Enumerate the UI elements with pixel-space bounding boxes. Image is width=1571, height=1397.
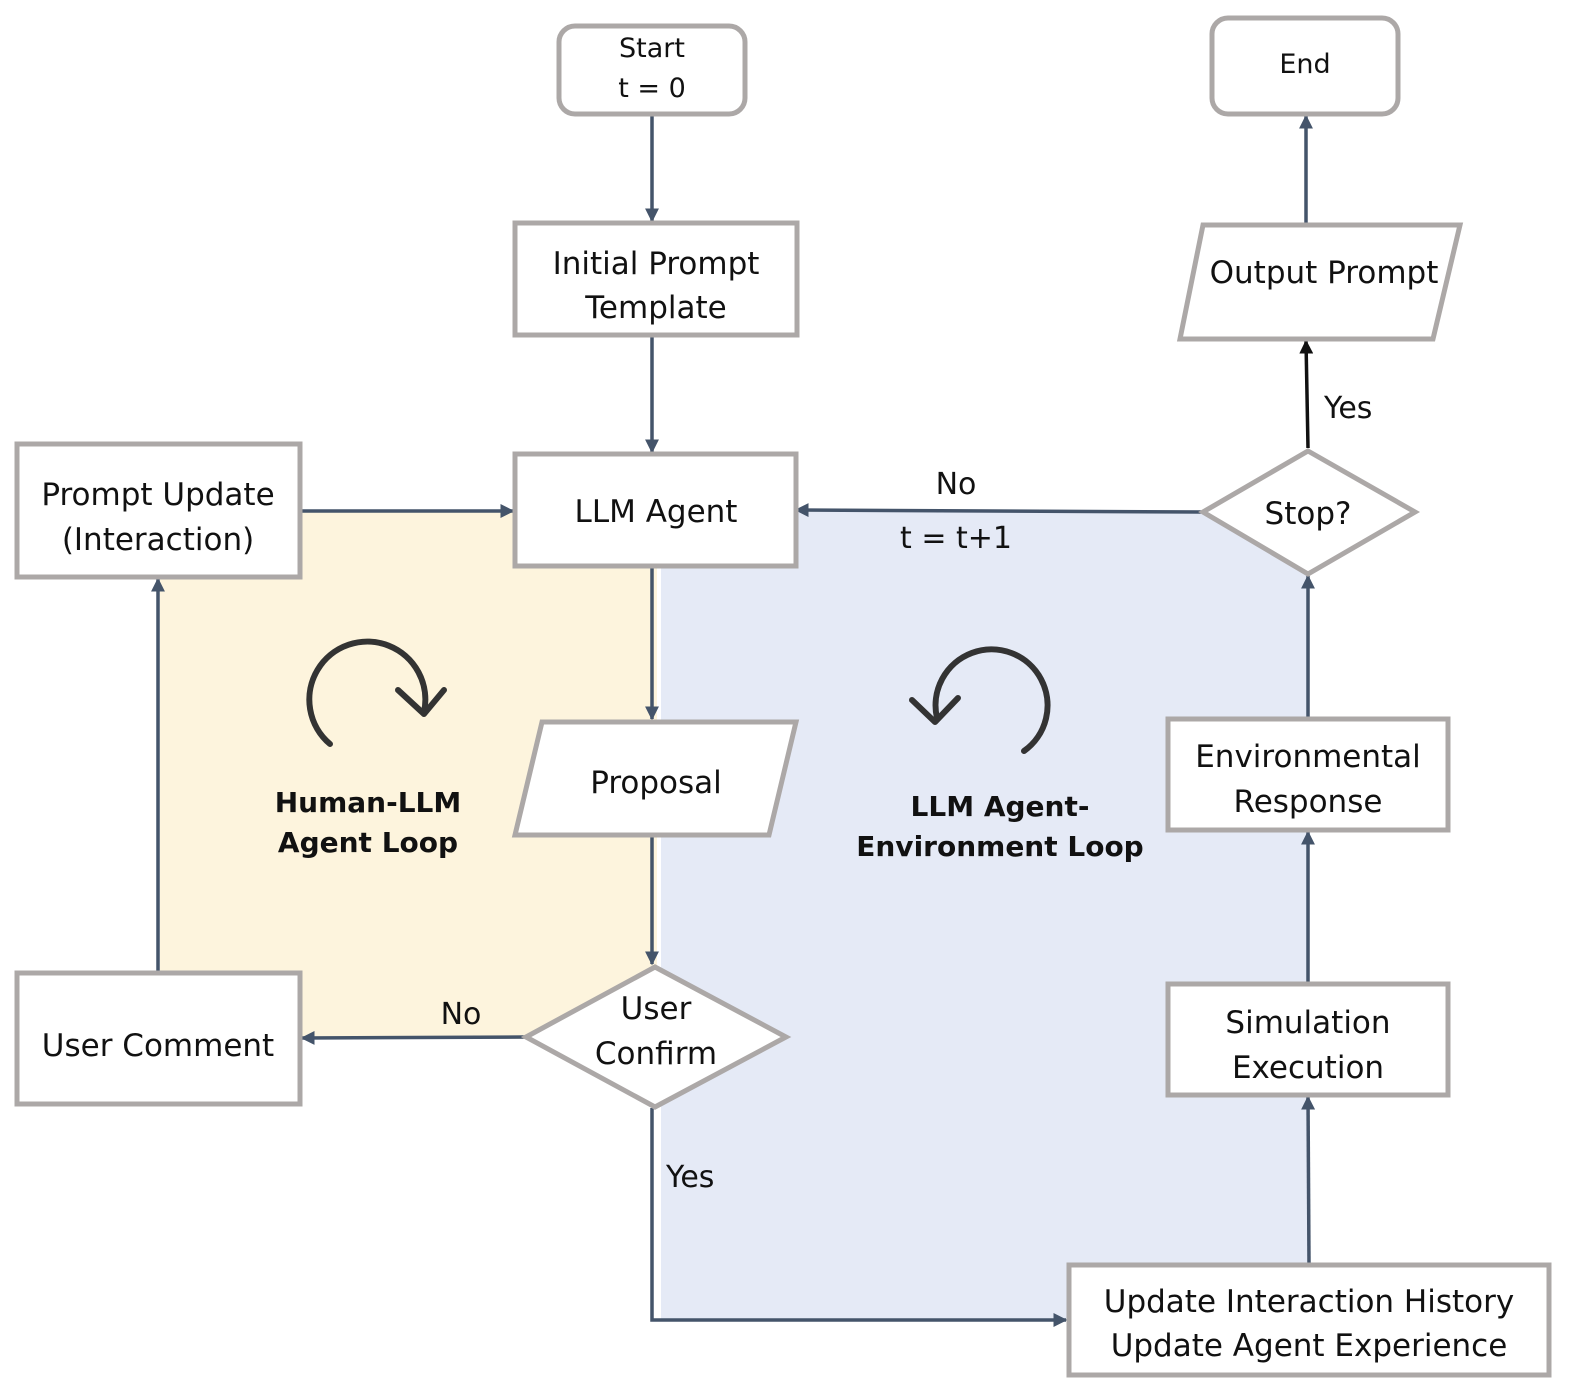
simulation-label-line2: Execution <box>1232 1050 1384 1086</box>
user-comment-label: User Comment <box>42 1028 274 1064</box>
output-prompt-node[interactable]: Output Prompt <box>1176 222 1464 342</box>
counterclockwise-arrow-icon <box>909 646 1051 754</box>
user-confirm-node[interactable]: User Confirm <box>520 964 792 1110</box>
prompt-update-label-line2: (Interaction) <box>62 522 254 558</box>
stop-no-label: No <box>936 467 977 502</box>
user-confirm-label-line1: User <box>621 991 692 1027</box>
user-comment-node[interactable]: User Comment <box>14 970 303 1107</box>
update-history-node[interactable]: Update Interaction History Update Agent … <box>1066 1262 1552 1378</box>
edge-update-to-simulation <box>1301 1095 1316 1264</box>
end-node[interactable]: End <box>1209 15 1401 117</box>
simulation-node[interactable]: Simulation Execution <box>1165 981 1451 1098</box>
start-label: Start <box>619 33 685 64</box>
llm-agent-label: LLM Agent <box>575 494 738 530</box>
env-response-node[interactable]: Environmental Response <box>1165 716 1451 833</box>
update-history-label-line2: Update Agent Experience <box>1111 1328 1508 1364</box>
human-loop-label-line2: Agent Loop <box>278 826 458 859</box>
initial-prompt-label-line2: Template <box>584 290 726 326</box>
proposal-node[interactable]: Proposal <box>511 719 800 838</box>
initial-prompt-label-line1: Initial Prompt <box>553 246 760 282</box>
stop-node[interactable]: Stop? <box>1198 448 1421 577</box>
env-loop-label-line2: Environment Loop <box>856 830 1143 863</box>
update-history-label-line1: Update Interaction History <box>1104 1284 1514 1320</box>
end-label: End <box>1279 49 1330 80</box>
llm-agent-node[interactable]: LLM Agent <box>512 451 799 569</box>
prompt-update-label-line1: Prompt Update <box>41 477 274 513</box>
edge-stop-no-to-agent <box>794 503 1202 518</box>
env-response-label-line1: Environmental <box>1195 739 1421 775</box>
clockwise-arrow-icon <box>306 638 447 747</box>
simulation-label-line1: Simulation <box>1225 1005 1390 1041</box>
env-loop-label-line1: LLM Agent- <box>911 790 1090 823</box>
stop-yes-label: Yes <box>1323 391 1372 426</box>
edge-stop-yes-to-output <box>1299 339 1314 449</box>
time-increment-label: t = t+1 <box>900 521 1012 556</box>
confirm-no-label: No <box>441 997 482 1032</box>
edge-confirm-no-to-comment <box>300 1030 527 1045</box>
start-time-label: t = 0 <box>618 73 686 104</box>
confirm-yes-label: Yes <box>665 1160 714 1195</box>
initial-prompt-node[interactable]: Initial Prompt Template <box>512 220 800 338</box>
edge-confirm-yes-to-update <box>650 1108 1068 1327</box>
proposal-label: Proposal <box>590 765 722 801</box>
prompt-update-node[interactable]: Prompt Update (Interaction) <box>14 441 303 580</box>
stop-label: Stop? <box>1265 496 1352 532</box>
env-loop-region <box>661 512 1309 1320</box>
env-response-label-line2: Response <box>1234 784 1383 820</box>
start-node[interactable]: Start t = 0 <box>556 23 748 117</box>
human-loop-label-line1: Human-LLM <box>275 786 462 819</box>
user-confirm-label-line2: Confirm <box>595 1036 717 1072</box>
output-prompt-label: Output Prompt <box>1210 255 1439 291</box>
